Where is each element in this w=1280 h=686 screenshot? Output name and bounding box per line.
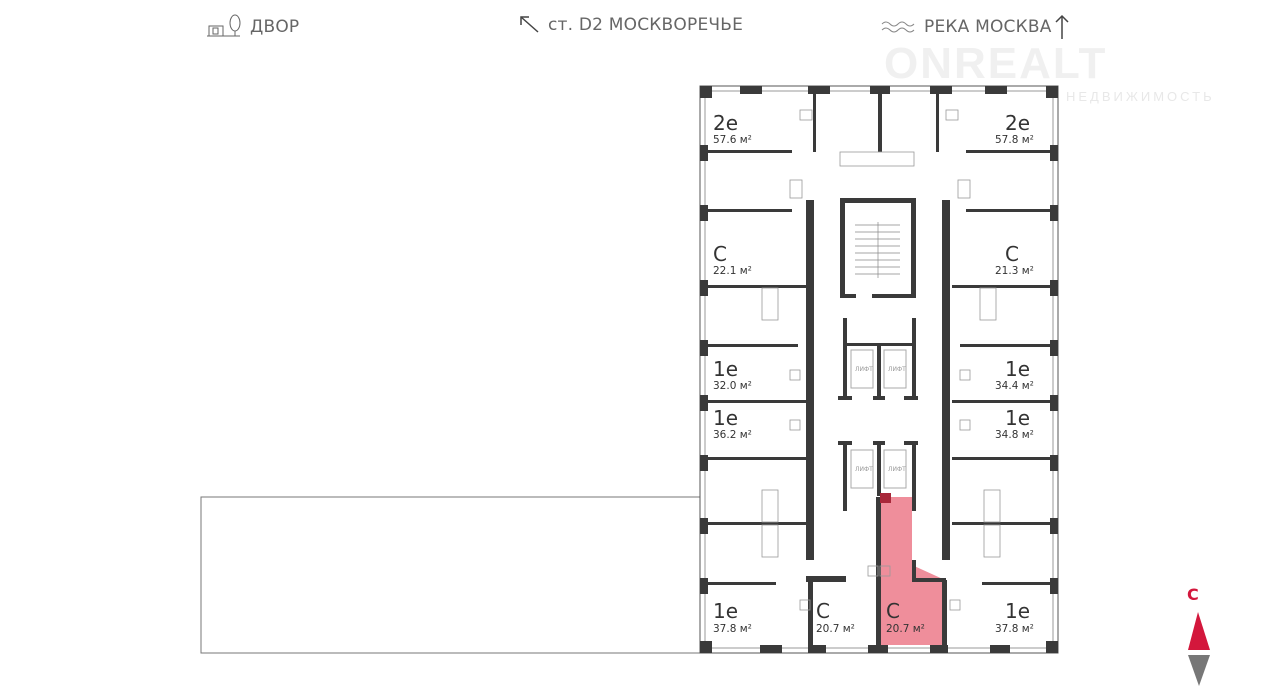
lifts (850, 349, 907, 489)
svg-text:С: С (713, 242, 727, 266)
unit-c-21-3[interactable]: С21.3 м² (995, 242, 1034, 277)
unit-c-20-7-selected[interactable]: С20.7 м² (886, 599, 925, 635)
svg-text:34.4 м²: 34.4 м² (995, 380, 1034, 392)
svg-text:57.8 м²: 57.8 м² (995, 134, 1034, 146)
svg-text:20.7 м²: 20.7 м² (886, 623, 925, 635)
compass-south-arrow-icon (1188, 655, 1210, 686)
svg-text:1е: 1е (713, 406, 738, 430)
svg-text:2е: 2е (1005, 111, 1030, 135)
svg-text:37.8 м²: 37.8 м² (995, 623, 1034, 635)
lift-label: ЛИФТ (855, 466, 873, 473)
staircase (855, 222, 900, 278)
svg-text:32.0 м²: 32.0 м² (713, 380, 752, 392)
svg-text:57.6 м²: 57.6 м² (713, 134, 752, 146)
svg-text:1е: 1е (713, 599, 738, 623)
annex-outline (200, 496, 701, 654)
yard-direction: ДВОР (206, 14, 299, 40)
station-label: ст. D2 МОСКВОРЕЧЬЕ (548, 15, 744, 35)
svg-text:21.3 м²: 21.3 м² (995, 265, 1034, 277)
arrow-up-icon (1055, 14, 1069, 39)
svg-text:37.8 м²: 37.8 м² (713, 623, 752, 635)
svg-text:2е: 2е (713, 111, 738, 135)
svg-text:22.1 м²: 22.1 м² (713, 265, 752, 277)
svg-text:1е: 1е (1005, 599, 1030, 623)
watermark-subtitle: НЕДВИЖИМОСТЬ (1066, 89, 1215, 104)
svg-text:1е: 1е (713, 357, 738, 381)
water-waves-icon (881, 21, 915, 33)
compass-north-label: С (1187, 585, 1199, 604)
unit-c-22-1[interactable]: С22.1 м² (713, 242, 752, 277)
yard-label: ДВОР (250, 17, 300, 37)
svg-text:С: С (1005, 242, 1019, 266)
compass-north-arrow-icon (1188, 612, 1210, 650)
unit-c-20-7[interactable]: С20.7 м² (816, 599, 855, 635)
lift-label: ЛИФТ (855, 366, 873, 373)
station-direction: ст. D2 МОСКВОРЕЧЬЕ (518, 14, 743, 36)
lift-label: ЛИФТ (888, 366, 906, 373)
watermark-logo: ONREALT (884, 39, 1108, 88)
svg-text:С: С (816, 599, 830, 623)
svg-text:20.7 м²: 20.7 м² (816, 623, 855, 635)
bathroom-fixtures (761, 109, 1001, 611)
svg-text:С: С (886, 599, 900, 623)
arrow-up-left-icon (520, 16, 539, 33)
river-label: РЕКА МОСКВА (924, 17, 1052, 37)
svg-text:1е: 1е (1005, 406, 1030, 430)
river-direction: РЕКА МОСКВА (880, 14, 1070, 40)
yard-icon (207, 14, 241, 37)
lift-label: ЛИФТ (888, 466, 906, 473)
svg-text:34.8 м²: 34.8 м² (995, 429, 1034, 441)
svg-text:36.2 м²: 36.2 м² (713, 429, 752, 441)
svg-text:1е: 1е (1005, 357, 1030, 381)
walls (699, 85, 1059, 654)
compass: С (1187, 585, 1210, 686)
